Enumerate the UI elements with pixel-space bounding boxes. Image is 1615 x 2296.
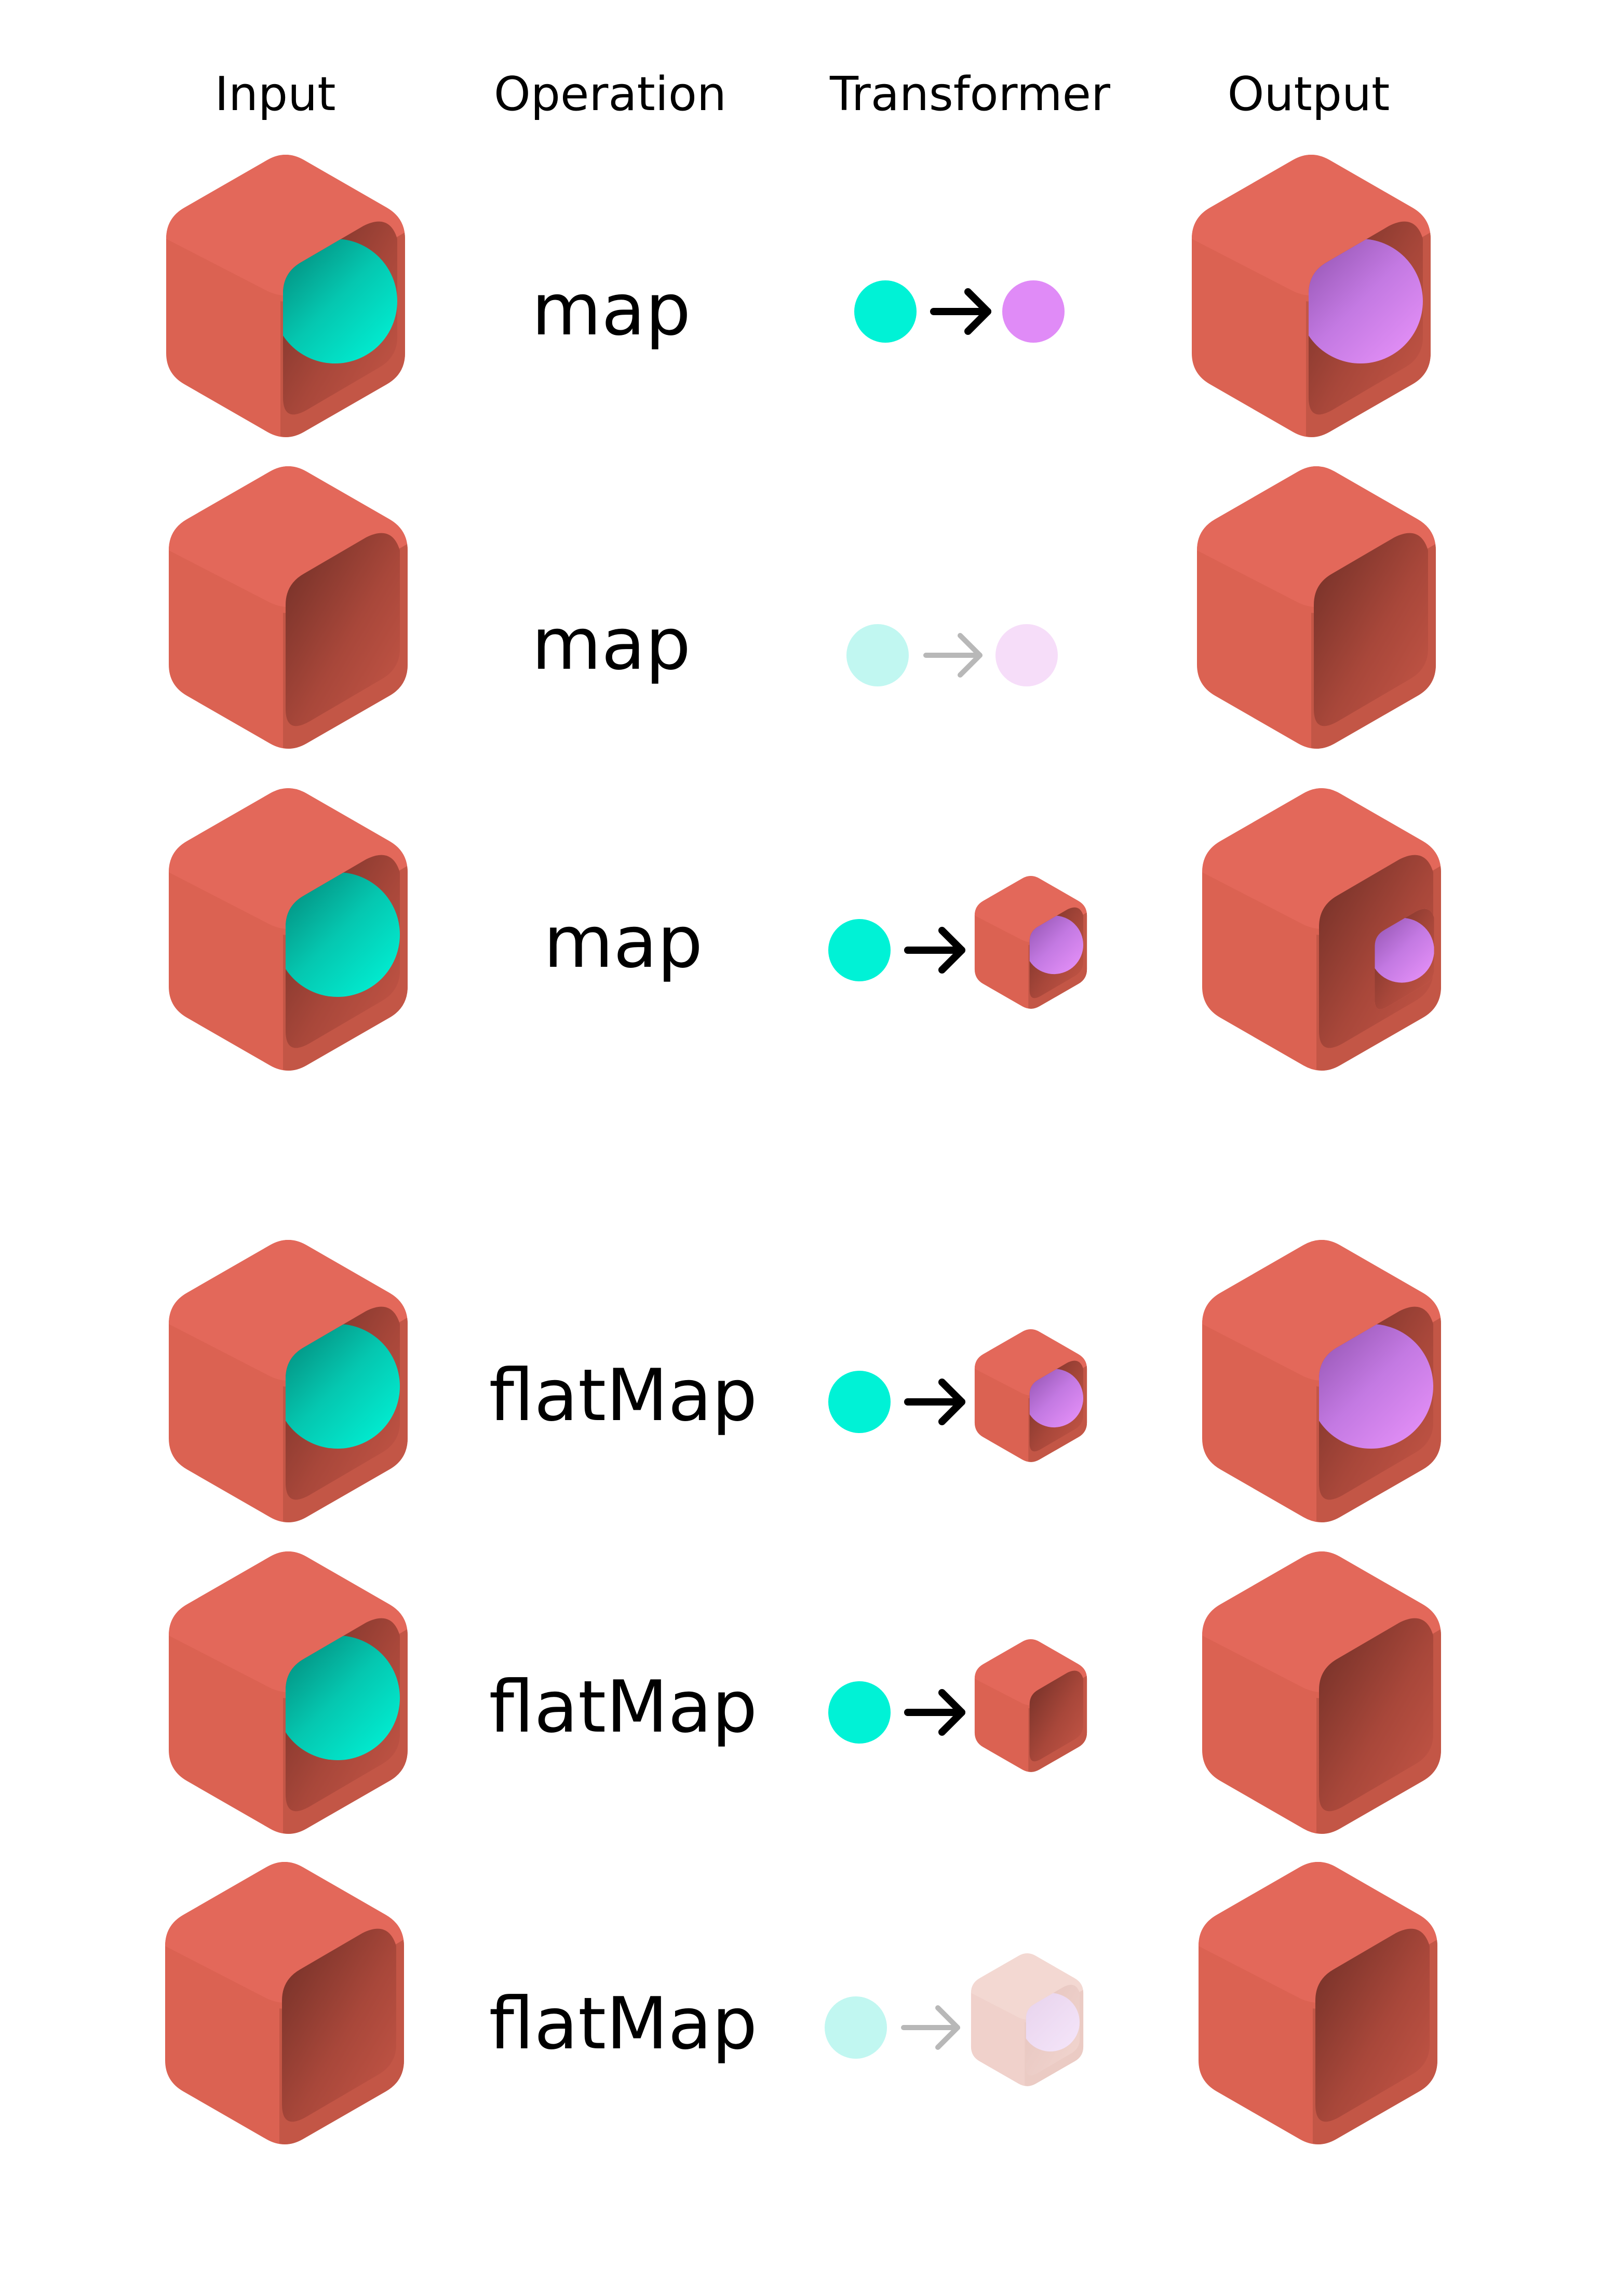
- teal-ball-icon: [286, 872, 400, 997]
- operation-label: flatMap: [489, 1982, 758, 2065]
- teal-ball-icon: [283, 239, 397, 363]
- operation-label: map: [532, 602, 691, 686]
- arrow-faded-icon: [923, 633, 983, 678]
- box-opening: [1314, 533, 1428, 726]
- row-6: flatMap: [165, 1862, 1437, 2144]
- faded-ball-icon: [1026, 1993, 1080, 2052]
- row-1: map: [166, 155, 1431, 437]
- input-box-teal-icon: [169, 788, 408, 1071]
- operation-label: map: [532, 268, 691, 352]
- arrow-icon: [904, 927, 965, 974]
- row-4: flatMap: [169, 1240, 1441, 1522]
- purple-ball-icon: [1029, 915, 1084, 975]
- input-box-empty-icon: [165, 1862, 404, 2144]
- arrow-faded-icon: [901, 2005, 960, 2050]
- header-input: Input: [214, 67, 335, 121]
- result-value-dot-icon: [1002, 280, 1065, 343]
- input-box-teal-icon: [166, 155, 405, 437]
- row-3: map: [169, 788, 1441, 1071]
- input-value-dot-icon: [828, 1681, 891, 1744]
- output-box-purple-icon: [1192, 155, 1431, 437]
- arrow-head: [935, 2005, 960, 2050]
- input-box-teal-icon: [169, 1240, 408, 1522]
- input-value-dot-icon: [828, 1371, 891, 1433]
- result-small-box-purple-icon: [974, 1329, 1087, 1462]
- arrow-head: [938, 927, 965, 974]
- arrow-head: [938, 1379, 965, 1425]
- input-value-dot-faded-icon: [825, 1996, 887, 2059]
- operation-label: flatMap: [489, 1665, 758, 1749]
- input-value-dot-icon: [854, 280, 917, 343]
- header-output: Output: [1228, 67, 1390, 121]
- column-headers: Input Operation Transformer Output: [214, 67, 1390, 121]
- operation-label: map: [544, 900, 703, 984]
- teal-ball-icon: [286, 1324, 400, 1449]
- box-opening: [1319, 1618, 1433, 1812]
- result-value-dot-faded-icon: [995, 624, 1058, 686]
- input-value-dot-icon: [828, 919, 891, 981]
- arrow-head: [958, 633, 983, 678]
- header-operation: Operation: [494, 67, 726, 121]
- header-transformer: Transformer: [829, 67, 1110, 121]
- input-box-empty-icon: [169, 466, 408, 749]
- purple-ball-icon: [1319, 1324, 1433, 1449]
- box-opening: [1315, 1928, 1430, 2122]
- purple-ball-icon: [1309, 239, 1423, 363]
- arrow-icon: [904, 1379, 965, 1425]
- output-box-empty-icon: [1202, 1551, 1441, 1834]
- arrow-head: [938, 1689, 965, 1736]
- purple-ball-icon: [1375, 917, 1434, 983]
- result-small-box-purple-icon: [974, 876, 1087, 1009]
- output-box-empty-icon: [1199, 1862, 1437, 2144]
- arrow-icon: [930, 288, 991, 335]
- result-small-box-faded-icon: [971, 1953, 1084, 2086]
- input-value-dot-faded-icon: [846, 624, 909, 686]
- row-2: map: [169, 466, 1436, 749]
- result-small-box-empty-icon: [974, 1639, 1087, 1772]
- operation-label: flatMap: [489, 1354, 758, 1437]
- output-box-empty-icon: [1197, 466, 1436, 749]
- box-opening: [1029, 1670, 1084, 1762]
- arrow-head: [964, 288, 991, 335]
- row-5: flatMap: [169, 1551, 1441, 1834]
- box-opening: [282, 1928, 396, 2122]
- teal-ball-icon: [286, 1636, 400, 1760]
- purple-ball-icon: [1029, 1369, 1084, 1428]
- output-box-nested-purple-icon: [1202, 788, 1441, 1071]
- arrow-icon: [904, 1689, 965, 1736]
- box-opening: [286, 533, 400, 726]
- output-box-purple-icon: [1202, 1240, 1441, 1522]
- input-box-teal-icon: [169, 1551, 408, 1834]
